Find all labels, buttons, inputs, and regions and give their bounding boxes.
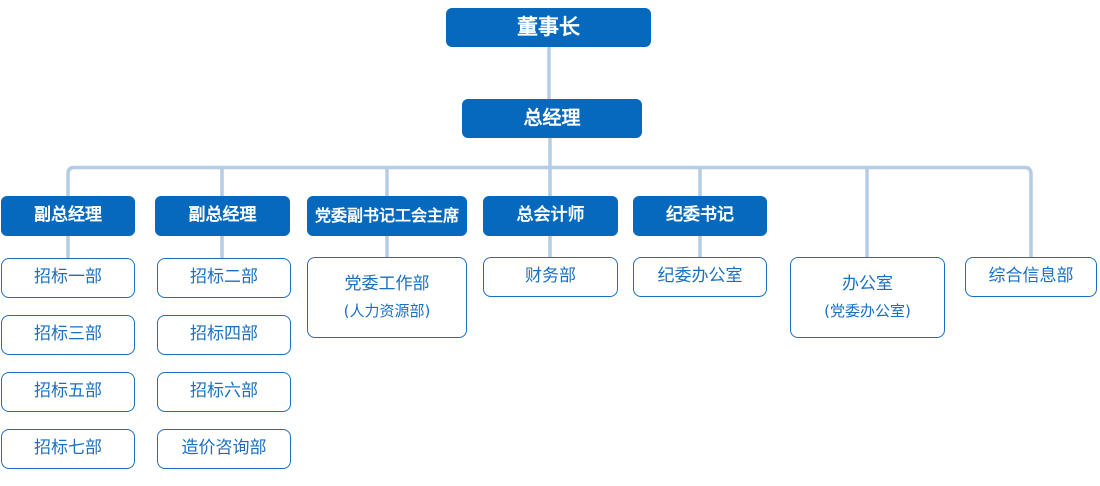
node-deputy-gm-1: 副总经理 (1, 196, 135, 236)
node-chairman: 董事长 (446, 8, 651, 47)
node-bidding-dept-5: 招标五部 (1, 372, 135, 412)
node-bidding-dept-4: 招标四部 (157, 315, 291, 355)
node-bidding-dept-3: 招标三部 (1, 315, 135, 355)
node-general-manager: 总经理 (462, 99, 642, 138)
party-work-dept-line2: (人力资源部) (343, 302, 431, 321)
general-office-line1: 办公室 (842, 273, 893, 294)
node-finance-dept: 财务部 (483, 257, 618, 297)
node-deputy-gm-2: 副总经理 (155, 196, 290, 236)
node-bidding-dept-2: 招标二部 (157, 258, 291, 298)
node-bidding-dept-6: 招标六部 (157, 372, 291, 412)
party-work-dept-line1: 党委工作部 (344, 273, 430, 294)
node-party-deputy-secretary-union-chairman: 党委副书记工会主席 (307, 196, 467, 236)
node-party-work-dept: 党委工作部 (人力资源部) (307, 257, 467, 338)
node-comprehensive-info-dept: 综合信息部 (965, 257, 1097, 297)
general-office-line2: (党委办公室) (824, 302, 911, 321)
node-bidding-dept-1: 招标一部 (1, 258, 135, 298)
node-discipline-secretary: 纪委书记 (633, 196, 767, 236)
node-discipline-office: 纪委办公室 (633, 257, 767, 297)
node-chief-accountant: 总会计师 (483, 196, 618, 236)
node-bidding-dept-7: 招标七部 (1, 429, 135, 469)
node-cost-consulting-dept: 造价咨询部 (157, 429, 291, 469)
node-general-office: 办公室 (党委办公室) (790, 257, 945, 338)
